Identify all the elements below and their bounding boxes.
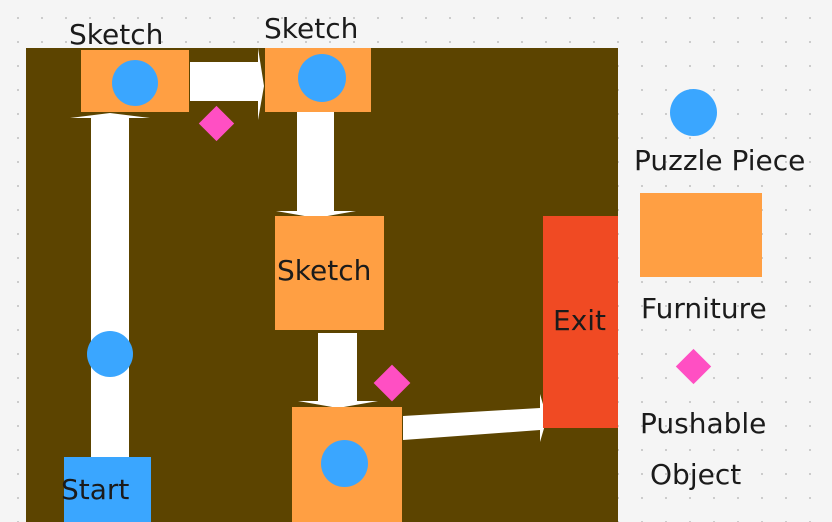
legend-furniture-icon (640, 193, 762, 277)
legend-pushable-object-label-line2: Object (650, 458, 742, 491)
legend-pushable-object-icon (675, 348, 712, 385)
start-label: Start (61, 473, 130, 506)
legend-puzzle-piece-icon (670, 89, 717, 136)
exit-block (543, 216, 618, 428)
legend-pushable-object-label-line1: Pushable (640, 407, 767, 440)
legend-furniture-label: Furniture (641, 292, 767, 325)
exit-label: Exit (553, 304, 607, 337)
furniture-block-center (275, 216, 384, 330)
puzzle-piece-marker (298, 54, 346, 102)
legend-puzzle-piece-label: Puzzle Piece (634, 144, 806, 177)
puzzle-piece-marker (321, 440, 368, 487)
sketch-label-center: Sketch (277, 254, 372, 287)
start-block (64, 457, 151, 522)
sketch-label-top-left: Sketch (69, 18, 164, 51)
puzzle-piece-marker (112, 60, 158, 106)
puzzle-piece-marker (87, 331, 133, 377)
sketch-label-top-middle: Sketch (264, 12, 359, 45)
